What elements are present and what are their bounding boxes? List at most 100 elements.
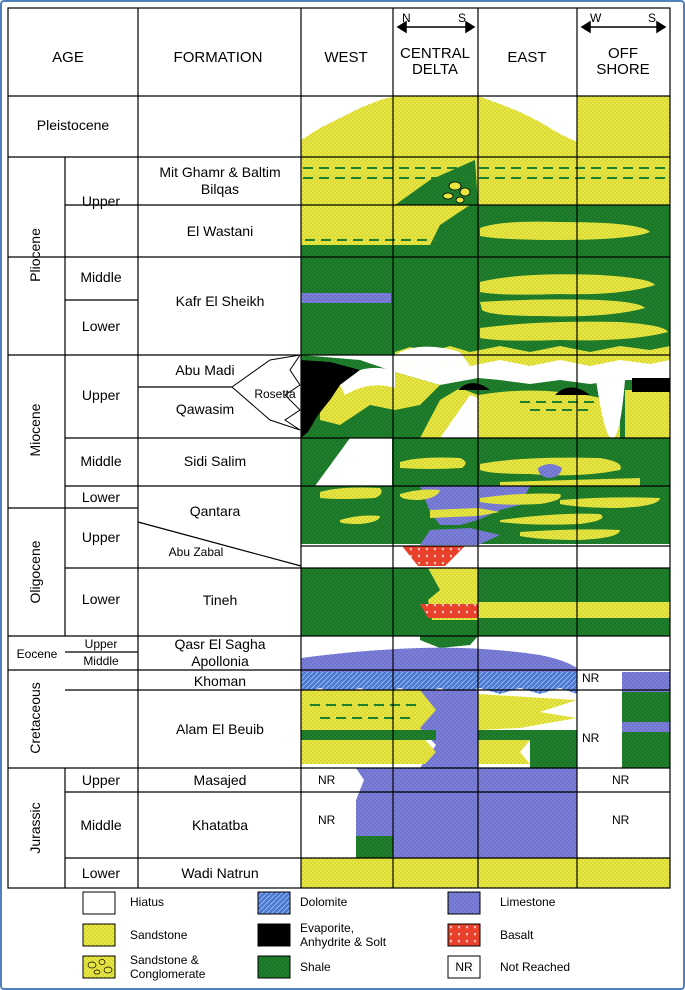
direction-arrows — [396, 20, 667, 34]
offshore-cret-shale-2 — [622, 732, 670, 768]
nr-offshore-upper: NR — [582, 671, 600, 685]
tineh-basalt — [420, 604, 478, 618]
formation-qantara: Qantara — [190, 503, 241, 519]
alam-el-beuib-shale-east-lower — [530, 740, 577, 768]
evaporite-lens-east — [555, 387, 590, 395]
legend-shale: Shale — [300, 960, 331, 974]
legend-swatch-hiatus — [82, 891, 116, 915]
hiatus-channel-offshore — [596, 380, 625, 439]
alam-el-beuib-sand-west — [301, 690, 436, 730]
conglomerate-pebbles — [442, 181, 471, 204]
sub-jur-lower: Lower — [82, 865, 120, 881]
kafr-sand-lens-1 — [480, 274, 655, 295]
lithology-fills — [301, 96, 670, 888]
legend-not-reached: Not Reached — [500, 960, 570, 974]
sub-mio-upper: Upper — [82, 387, 120, 403]
legend-evaporite-2: Anhydrite & Solt — [300, 935, 387, 949]
nr-west-khatatba: NR — [318, 813, 336, 827]
offshore-cret-lime — [622, 672, 670, 692]
formation-qawasim: Qawasim — [176, 401, 234, 417]
arrow-w: W — [590, 11, 602, 25]
nr-west-masajed: NR — [318, 773, 336, 787]
legend-swatch-dolomite — [257, 891, 291, 915]
qantara-sand-1 — [320, 487, 382, 499]
qantara-sand-4 — [560, 497, 660, 508]
sub-eo-upper: Upper — [85, 637, 118, 651]
sub-jur-upper: Upper — [82, 772, 120, 788]
legend-sandstone: Sandstone — [130, 928, 188, 942]
grid-lines — [7, 7, 671, 889]
khatatba-shale — [356, 836, 393, 858]
offshore-sand — [625, 390, 670, 438]
offshore-cret-shale — [622, 692, 670, 722]
header-west: WEST — [324, 49, 367, 66]
sidi-salim-sand-3 — [500, 478, 640, 486]
formation-bilqas: Bilqas — [201, 181, 239, 197]
legend-sand-cong-1: Sandstone & — [130, 953, 199, 967]
qantara-sand-3 — [480, 493, 561, 505]
sub-eo-middle: Middle — [83, 654, 119, 668]
alam-el-beuib-lime-core — [420, 690, 478, 768]
sub-oli-lower: Lower — [82, 591, 120, 607]
apollonia-lime — [301, 647, 577, 672]
nr-offshore-masajed: NR — [612, 773, 630, 787]
evaporite-offshore — [632, 378, 670, 392]
formation-abu-madi: Abu Madi — [175, 362, 234, 378]
sub-mio-lower: Lower — [82, 489, 120, 505]
qantara-sand-2 — [400, 489, 440, 500]
formation-abu-zabal: Abu Zabal — [169, 545, 224, 559]
sidi-salim-sand-1 — [400, 457, 466, 469]
sub-plio-upper: Upper — [82, 193, 120, 209]
alam-el-beuib-sand-west-lower — [301, 740, 436, 764]
eocene-shale-central — [420, 636, 478, 648]
abu-zabal-basalt — [402, 546, 465, 566]
legend-swatch-evaporite — [257, 923, 291, 947]
jurassic-lime — [356, 768, 577, 858]
epoch-pleistocene: Pleistocene — [37, 117, 110, 133]
qantara-sand-5 — [340, 515, 380, 524]
evaporite-lens-central — [458, 383, 490, 390]
header-east: EAST — [507, 49, 546, 66]
formation-kafr-el-sheikh: Kafr El Sheikh — [176, 293, 265, 309]
formation-alam-el-beuib: Alam El Beuib — [176, 721, 264, 737]
legend-swatch-limestone — [447, 891, 481, 915]
formation-wadi-natrun: Wadi Natrun — [181, 865, 258, 881]
arrow-s: S — [458, 11, 466, 25]
wadi-natrun-sand — [301, 858, 670, 888]
header-formation: FORMATION — [174, 49, 263, 66]
kafr-sand-lens-3 — [480, 321, 668, 341]
legend-hiatus: Hiatus — [130, 895, 164, 909]
legend-swatch-basalt — [447, 923, 481, 947]
qawasim-sand-east — [478, 390, 620, 438]
alam-el-beuib-sand-east-lower — [478, 740, 530, 764]
upper-pliocene-sand — [301, 157, 670, 207]
epoch-jurassic: Jurassic — [27, 802, 43, 853]
qantara-sand-8 — [520, 529, 620, 540]
header-offshore-2: SHORE — [596, 61, 649, 78]
legend-sand-cong-2: Conglomerate — [130, 967, 206, 981]
epoch-cretaceous: Cretaceous — [27, 682, 43, 754]
formation-khoman: Khoman — [194, 673, 246, 689]
formation-rosetta: Rosetta — [254, 387, 296, 401]
formation-el-wastani: El Wastani — [187, 223, 253, 239]
rosetta-evaporite — [301, 360, 360, 438]
epoch-oligocene: Oligocene — [27, 540, 43, 603]
sub-plio-middle: Middle — [80, 269, 121, 285]
qantara-lime-lower — [420, 528, 500, 545]
khoman-dolomite — [301, 672, 577, 694]
el-wastani-sand-west — [301, 205, 470, 245]
legend-dolomite: Dolomite — [300, 895, 348, 909]
arrow-n: N — [402, 11, 411, 25]
el-wastani-sand-east-lens — [480, 221, 650, 240]
epoch-eocene: Eocene — [17, 647, 58, 661]
formation-masajed: Masajed — [194, 772, 247, 788]
legend-pebbles-icon — [87, 959, 113, 975]
epoch-miocene: Miocene — [27, 403, 43, 456]
hiatus-channel-central — [440, 395, 478, 438]
legend-evaporite-1: Evaporite, — [300, 921, 354, 935]
sidi-salim-lime-lens — [538, 464, 562, 478]
kafr-lime-band — [301, 293, 391, 303]
sub-jur-middle: Middle — [80, 817, 121, 833]
sub-oli-upper: Upper — [82, 529, 120, 545]
